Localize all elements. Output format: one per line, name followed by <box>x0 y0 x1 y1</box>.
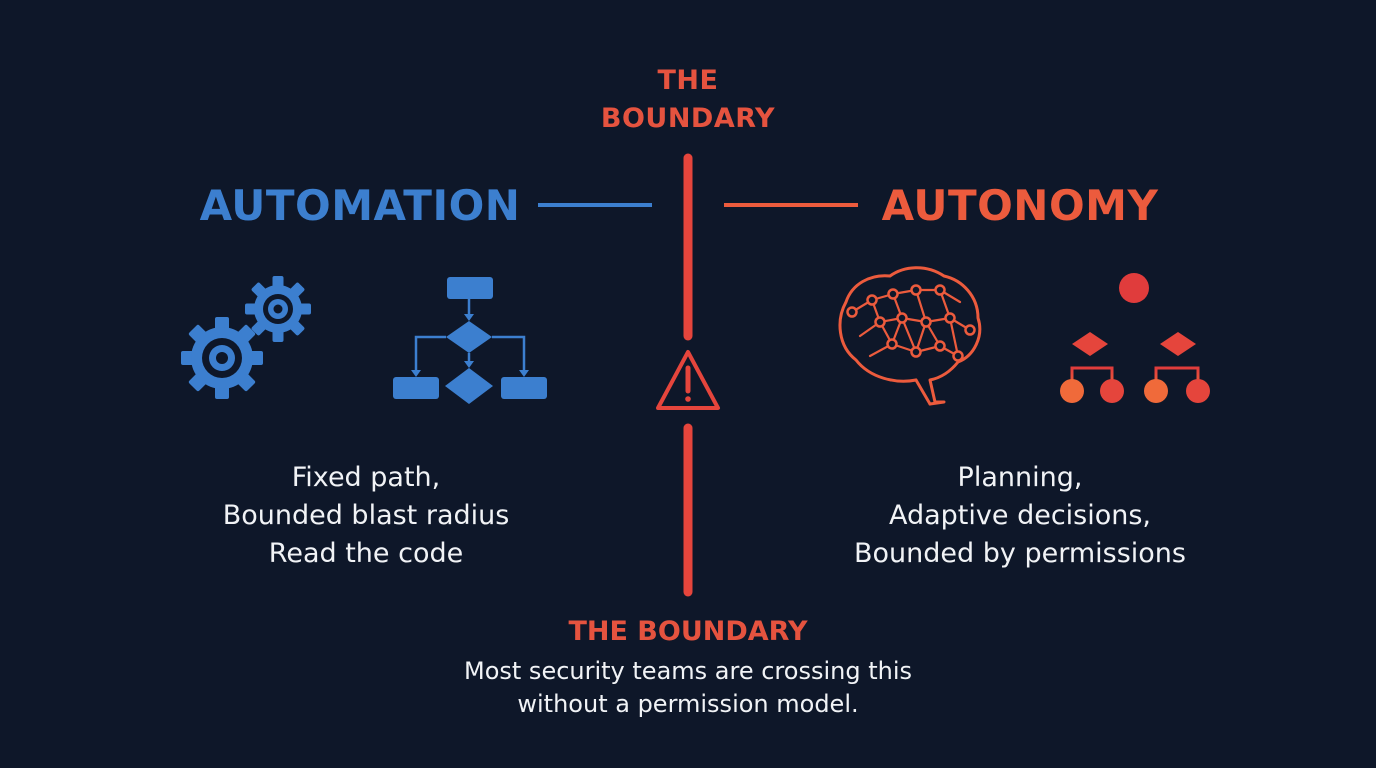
warning-icon <box>656 350 720 410</box>
automation-line-3: Read the code <box>268 538 464 569</box>
boundary-top-line2: BOUNDARY <box>600 103 776 134</box>
decision-tree-icon <box>1060 273 1210 403</box>
boundary-bottom-line1: Most security teams are crossing this <box>464 657 912 685</box>
autonomy-description: Planning, Adaptive decisions, Bounded by… <box>820 459 1220 573</box>
autonomy-line-1: Planning, <box>957 462 1083 493</box>
autonomy-line-2: Adaptive decisions, <box>888 500 1152 531</box>
boundary-top-label: THE BOUNDARY <box>538 62 838 138</box>
boundary-top-line1: THE <box>657 65 719 96</box>
automation-line-2: Bounded blast radius <box>222 500 510 531</box>
boundary-bottom-description: Most security teams are crossing this wi… <box>430 655 946 721</box>
gears-icon <box>181 276 311 399</box>
autonomy-line-3: Bounded by permissions <box>854 538 1186 569</box>
automation-description: Fixed path, Bounded blast radius Read th… <box>166 459 566 573</box>
brain-network-icon <box>838 266 982 406</box>
boundary-bottom-title: THE BOUNDARY <box>568 616 808 647</box>
automation-line-1: Fixed path, <box>291 462 441 493</box>
boundary-bottom-line2: without a permission model. <box>517 690 859 718</box>
autonomy-title: AUTONOMY <box>881 181 1159 230</box>
flowchart-icon <box>393 277 547 404</box>
automation-title: AUTOMATION <box>199 181 521 230</box>
